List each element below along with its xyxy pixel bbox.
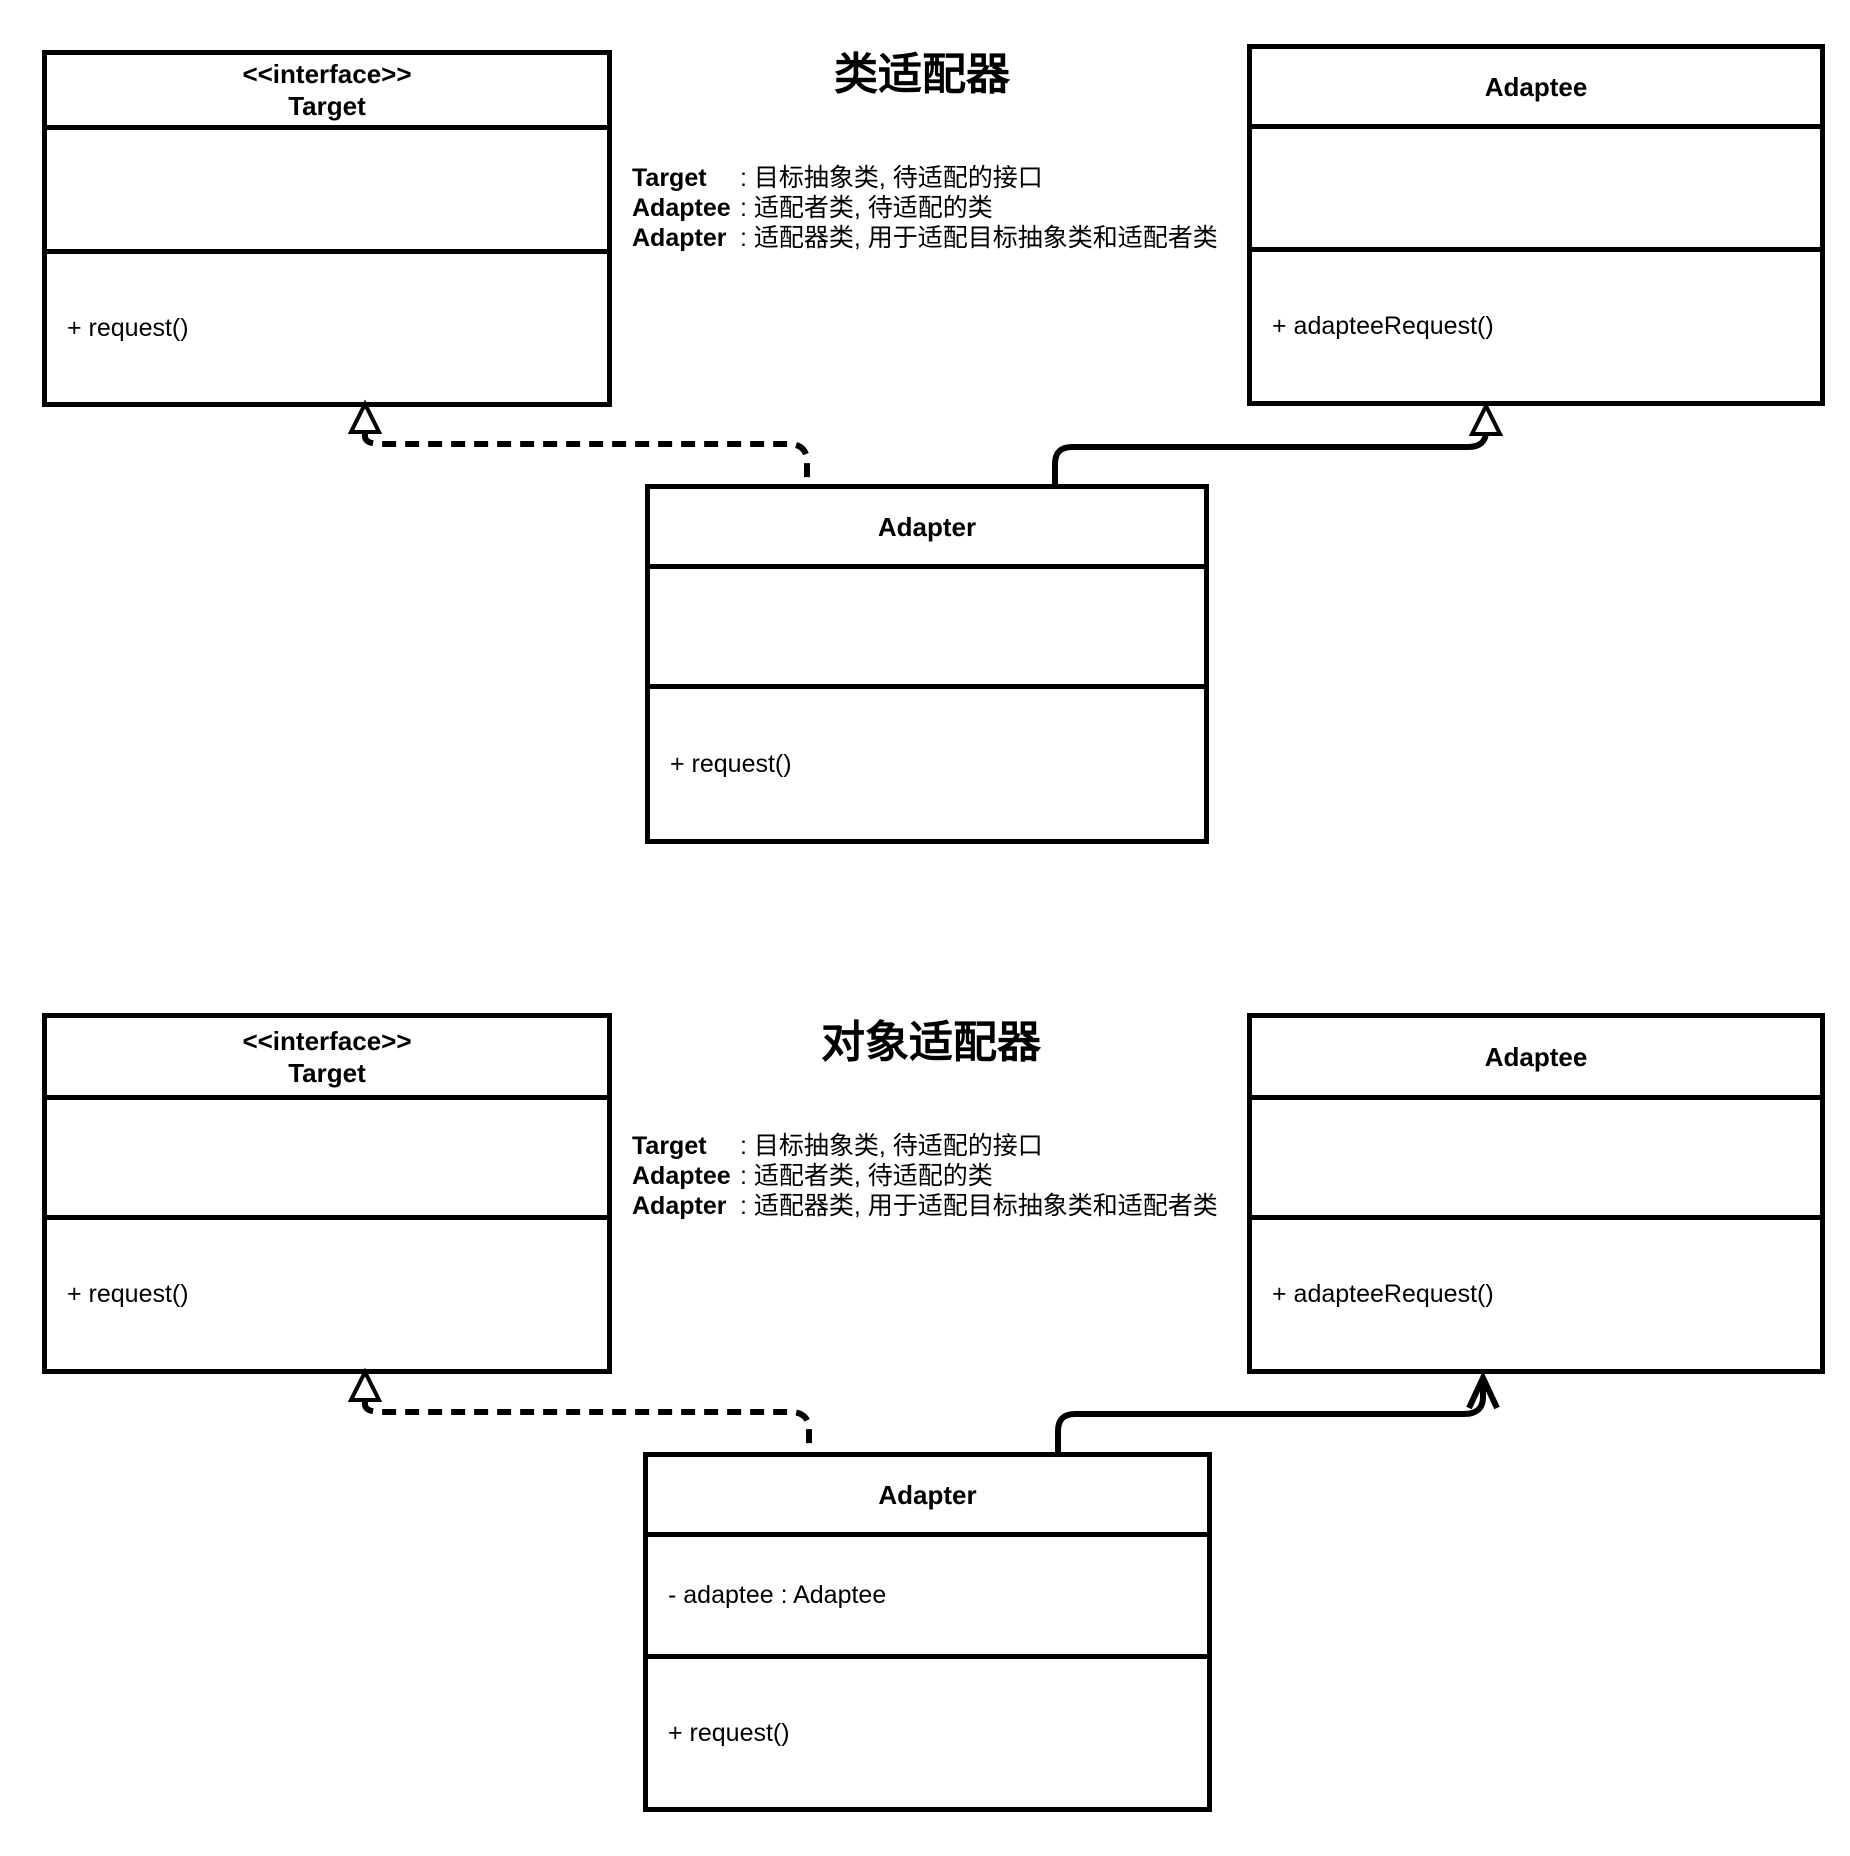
class-methods: + request() xyxy=(47,249,607,402)
method-label: + request() xyxy=(67,313,189,342)
legend-row: Adaptee : 适配者类, 待适配的类 xyxy=(632,1161,1218,1191)
legend-class-adapter: Target : 目标抽象类, 待适配的接口 Adaptee : 适配者类, 待… xyxy=(632,163,1218,253)
class-box-adaptee-1: Adaptee + adapteeRequest() xyxy=(1247,44,1825,406)
class-box-target-1: <<interface>> Target + request() xyxy=(42,50,612,407)
generalization-edge xyxy=(1052,430,1489,484)
class-name: Adaptee xyxy=(1484,71,1588,102)
open-arrowhead-icon xyxy=(1466,1370,1500,1410)
legend-desc: : 适配器类, 用于适配目标抽象类和适配者类 xyxy=(740,224,1218,252)
class-methods: + adapteeRequest() xyxy=(1252,247,1820,401)
class-box-target-2: <<interface>> Target + request() xyxy=(42,1013,612,1374)
section-title-object-adapter: 对象适配器 xyxy=(821,1018,1041,1067)
class-name: Adaptee xyxy=(1484,1041,1588,1072)
hollow-triangle-icon xyxy=(347,1367,383,1402)
class-box-adapter-2: Adapter - adaptee : Adaptee + request() xyxy=(643,1452,1212,1812)
attribute-label: - adaptee : Adaptee xyxy=(668,1581,887,1609)
legend-label: Target xyxy=(632,1132,707,1160)
legend-row: Target : 目标抽象类, 待适配的接口 xyxy=(632,1131,1218,1161)
legend-label: Adaptee xyxy=(632,194,731,222)
class-header: Adapter xyxy=(650,489,1204,564)
legend-desc: : 适配者类, 待适配的类 xyxy=(740,194,993,222)
realization-edge xyxy=(362,434,810,482)
generalization-arrow-adapter-to-adaptee-1 xyxy=(1052,401,1504,484)
realization-arrow-adapter-to-target-1 xyxy=(347,399,810,482)
class-name: Target xyxy=(288,91,366,121)
realization-edge xyxy=(362,1402,812,1450)
class-name: Target xyxy=(288,1057,366,1088)
legend-object-adapter: Target : 目标抽象类, 待适配的接口 Adaptee : 适配者类, 待… xyxy=(632,1131,1218,1221)
section-title-class-adapter: 类适配器 xyxy=(834,50,1010,99)
class-header: Adaptee xyxy=(1252,49,1820,124)
legend-desc: : 适配器类, 用于适配目标抽象类和适配者类 xyxy=(740,1192,1218,1220)
method-label: + request() xyxy=(668,1718,790,1747)
class-header: Adapter xyxy=(648,1457,1207,1532)
association-arrow-adapter-to-adaptee-2 xyxy=(1055,1370,1500,1452)
legend-desc: : 目标抽象类, 待适配的接口 xyxy=(740,1132,1043,1160)
class-attributes xyxy=(1252,124,1820,247)
association-edge xyxy=(1055,1381,1486,1452)
class-stereotype: <<interface>> xyxy=(242,1025,412,1056)
class-attributes xyxy=(47,125,607,249)
hollow-triangle-icon xyxy=(347,399,383,434)
method-label: + request() xyxy=(670,749,792,778)
legend-label: Adapter xyxy=(632,224,727,252)
class-attributes xyxy=(1252,1095,1820,1215)
class-attributes xyxy=(47,1095,607,1215)
class-box-adaptee-2: Adaptee + adapteeRequest() xyxy=(1247,1013,1825,1374)
method-label: + adapteeRequest() xyxy=(1272,1280,1494,1308)
legend-desc: : 适配者类, 待适配的类 xyxy=(740,1162,993,1190)
legend-row: Adapter : 适配器类, 用于适配目标抽象类和适配者类 xyxy=(632,1191,1218,1221)
class-attributes xyxy=(650,564,1204,684)
class-stereotype: <<interface>> xyxy=(242,59,412,89)
class-methods: + request() xyxy=(648,1654,1207,1807)
class-attributes: - adaptee : Adaptee xyxy=(648,1532,1207,1654)
legend-row: Adapter : 适配器类, 用于适配目标抽象类和适配者类 xyxy=(632,223,1218,253)
class-methods: + request() xyxy=(650,684,1204,839)
method-label: + adapteeRequest() xyxy=(1272,312,1494,340)
class-methods: + request() xyxy=(47,1215,607,1369)
method-label: + request() xyxy=(67,1280,189,1308)
hollow-triangle-icon xyxy=(1468,401,1504,436)
realization-arrow-adapter-to-target-2 xyxy=(347,1367,812,1450)
legend-label: Adapter xyxy=(632,1192,727,1220)
class-name: Adapter xyxy=(878,1479,977,1510)
class-header: <<interface>> Target xyxy=(47,1018,607,1095)
legend-row: Adaptee : 适配者类, 待适配的类 xyxy=(632,193,1218,223)
class-header: Adaptee xyxy=(1252,1018,1820,1095)
legend-row: Target : 目标抽象类, 待适配的接口 xyxy=(632,163,1218,193)
legend-label: Adaptee xyxy=(632,1162,731,1190)
class-methods: + adapteeRequest() xyxy=(1252,1215,1820,1369)
legend-label: Target xyxy=(632,164,707,192)
legend-desc: : 目标抽象类, 待适配的接口 xyxy=(740,164,1043,192)
class-box-adapter-1: Adapter + request() xyxy=(645,484,1209,844)
class-name: Adapter xyxy=(877,511,977,542)
class-header: <<interface>> Target xyxy=(47,55,607,125)
